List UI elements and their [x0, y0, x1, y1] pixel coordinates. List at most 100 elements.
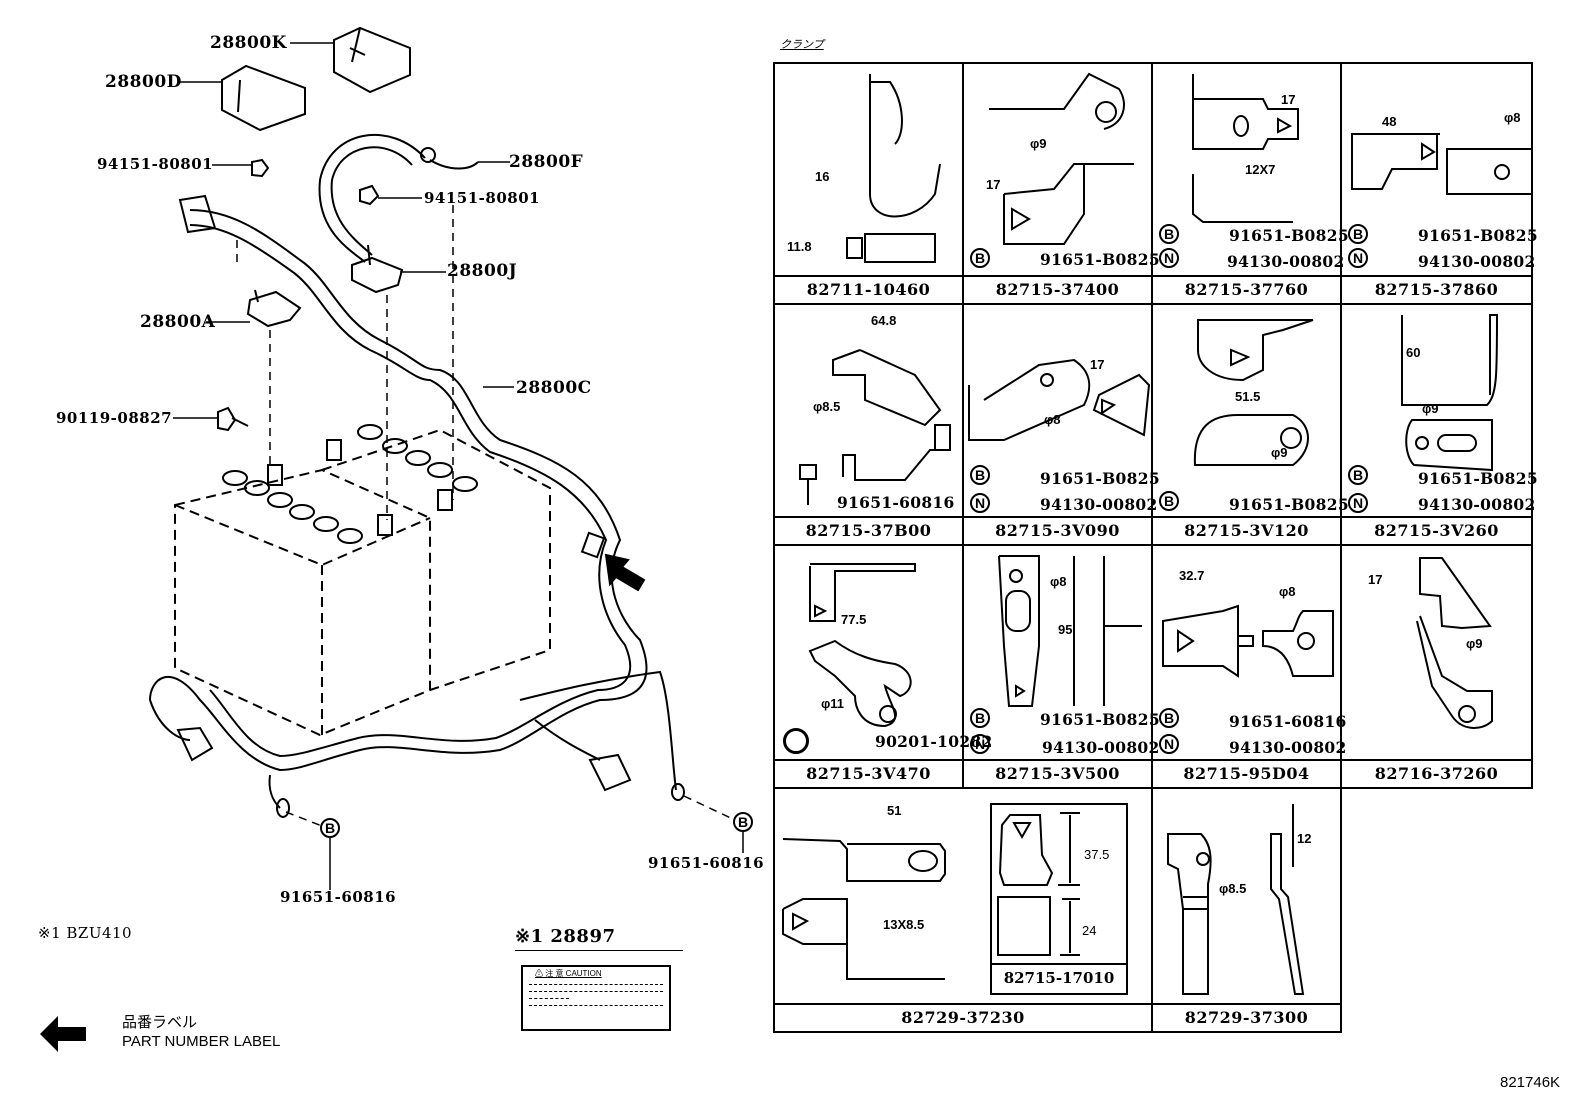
clamp-cell[interactable]: 51.5 φ9 B 91651-B0825 82715-3V120 — [1151, 303, 1349, 546]
clamp-drawing — [1167, 804, 1305, 995]
part-number: 82715-37860 — [1342, 275, 1531, 303]
part-number: 82715-37B00 — [775, 516, 962, 544]
part-number: 82715-3V470 — [775, 759, 962, 787]
callout-28800d[interactable]: 28800D — [105, 72, 182, 92]
sub-part[interactable]: 91651-B0825 — [1040, 710, 1160, 729]
sub-part[interactable]: 94130-00802 — [1418, 252, 1536, 271]
terminal-j — [351, 244, 404, 294]
dim-label: 51 — [887, 803, 902, 818]
part-number: 82715-3V120 — [1153, 516, 1340, 544]
caution-header: ⚠ 注 意 CAUTION — [535, 969, 602, 978]
dim-label: 95 — [1058, 622, 1073, 637]
part-number: 82715-3V090 — [964, 516, 1151, 544]
bolt-marker-b-left: B — [320, 818, 340, 838]
sub-part[interactable]: 91651-B0825 — [1418, 226, 1538, 245]
callout-94151-80801-right[interactable]: 94151-80801 — [424, 189, 541, 207]
bolt-90119 — [217, 406, 249, 432]
dim-label: 12X7 — [1245, 162, 1276, 177]
clamp-cell[interactable]: 17 φ8 B 91651-B0825 N 94130-00802 82715-… — [962, 303, 1160, 546]
sub-part[interactable]: 94130-00802 — [1229, 738, 1347, 757]
clamp-drawing — [1416, 557, 1493, 729]
dim-label: φ8 — [1504, 110, 1521, 125]
figure-id: 821746K — [1500, 1074, 1561, 1091]
fastener-symbol: N — [970, 493, 990, 513]
dim-label: 11.8 — [787, 239, 812, 254]
part-number: 82716-37260 — [1342, 759, 1531, 787]
sub-part[interactable]: 91651-B0825 — [1418, 469, 1538, 488]
clamp-cell[interactable]: 12 φ8.5 82729-37300 — [1151, 787, 1342, 1033]
caution-label: ⚠ 注 意 CAUTION — [515, 950, 683, 1035]
clamp-cell[interactable]: 17 12X7 B 91651-B0825 N 94130-00802 8271… — [1151, 62, 1349, 305]
note-bzu410: ※1 BZU410 — [38, 924, 133, 942]
fastener-symbol: N — [1159, 248, 1179, 268]
note-28897[interactable]: ※1 28897 — [515, 926, 616, 947]
callout-28800a[interactable]: 28800A — [140, 312, 216, 332]
sub-part[interactable]: 91651-B0825 — [1229, 495, 1349, 514]
dim-label: 16 — [815, 169, 830, 184]
clamp-drawing — [782, 838, 946, 980]
fastener-symbol: B — [1159, 708, 1179, 728]
part-number: 82715-3V500 — [964, 759, 1151, 787]
callout-28800j[interactable]: 28800J — [447, 261, 518, 281]
nut-right — [359, 184, 380, 206]
sub-part[interactable]: 91651-B0825 — [1040, 250, 1160, 269]
terminal-cover-d — [221, 64, 306, 132]
clamp-drawing — [989, 72, 1134, 245]
dim-label: 17 — [1281, 92, 1296, 107]
sub-part[interactable]: 94130-00802 — [1418, 495, 1536, 514]
callout-28800c[interactable]: 28800C — [516, 378, 592, 398]
clamp-cell[interactable]: 64.8 φ8.5 91651-60816 82715-37B00 — [773, 303, 964, 546]
clamp-drawing — [968, 358, 1151, 441]
part-number: 82711-10460 — [775, 275, 962, 303]
callout-28800f[interactable]: 28800F — [509, 152, 584, 172]
clamp-cell[interactable]: 51 13X8.5 37.5 24 82715-17010 82729-3723… — [773, 787, 1153, 1033]
fastener-symbol: B — [1348, 465, 1368, 485]
sub-part[interactable]: 91651-60816 — [1229, 712, 1347, 731]
sub-part[interactable]: 91651-B0825 — [1229, 226, 1349, 245]
clamp-cell[interactable]: 60 φ9 B 91651-B0825 N 94130-00802 82715-… — [1340, 303, 1538, 546]
callout-28800k[interactable]: 28800K — [210, 33, 287, 53]
battery — [174, 428, 551, 737]
sub-part[interactable]: 91651-60816 — [837, 493, 955, 512]
dim-label: φ9 — [1466, 636, 1483, 651]
dim-label: 37.5 — [1084, 847, 1110, 862]
dim-label: 64.8 — [871, 313, 897, 328]
clamp-drawing — [998, 555, 1142, 707]
sub-part[interactable]: 94130-00802 — [1040, 495, 1158, 514]
dim-label: 77.5 — [841, 612, 867, 627]
sub-part[interactable]: 94130-00802 — [1227, 252, 1345, 271]
callout-90119-08827[interactable]: 90119-08827 — [56, 409, 173, 427]
fastener-symbol: B — [970, 708, 990, 728]
clamp-drawing — [799, 349, 951, 505]
part-number: 82729-37230 — [775, 1003, 1151, 1031]
part-number: 82715-95D04 — [1153, 759, 1340, 787]
fastener-symbol: N — [1348, 248, 1368, 268]
clamp-cell[interactable]: 48 φ8 B 91651-B0825 N 94130-00802 82715-… — [1340, 62, 1538, 305]
clamp-cell[interactable]: 17 φ9 82716-37260 — [1340, 544, 1533, 789]
sub-part[interactable]: 91651-B0825 — [1040, 469, 1160, 488]
arrow-indicator — [604, 553, 646, 592]
clamp-drawing — [1401, 314, 1499, 472]
sub-part[interactable]: 94130-00802 — [1042, 738, 1160, 757]
callout-94151-80801-left[interactable]: 94151-80801 — [97, 155, 214, 173]
fastener-symbol: B — [1159, 224, 1179, 244]
clamp-cell[interactable]: 16 11.8 82711-10460 — [773, 62, 964, 305]
bolt-marker-b-right: B — [733, 812, 753, 832]
dim-label: 17 — [1090, 357, 1105, 372]
callout-91651-60816-right[interactable]: 91651-60816 — [648, 854, 765, 872]
clamp-drawing — [846, 74, 941, 263]
fastener-symbol — [783, 728, 809, 754]
inner-part-box[interactable]: 37.5 24 82715-17010 — [990, 803, 1128, 995]
dim-label: 17 — [986, 177, 1001, 192]
nut-left — [251, 158, 270, 178]
clamp-cell[interactable]: φ8 95 B 91651-B0825 N 94130-00802 82715-… — [962, 544, 1160, 789]
fastener-symbol: B — [970, 465, 990, 485]
part-number: 82715-37760 — [1153, 275, 1340, 303]
dim-label: 51.5 — [1235, 389, 1261, 404]
clamp-cell[interactable]: 77.5 φ11 90201-10282 82715-3V470 — [773, 544, 992, 789]
clamp-cell[interactable]: 32.7 φ8 B 91651-60816 N 94130-00802 8271… — [1151, 544, 1346, 789]
callout-91651-60816-left[interactable]: 91651-60816 — [280, 888, 397, 906]
clamp-cell[interactable]: φ9 17 B 91651-B0825 82715-37400 — [962, 62, 1160, 305]
fastener-symbol: N — [1348, 493, 1368, 513]
dim-label: φ8.5 — [813, 399, 841, 414]
